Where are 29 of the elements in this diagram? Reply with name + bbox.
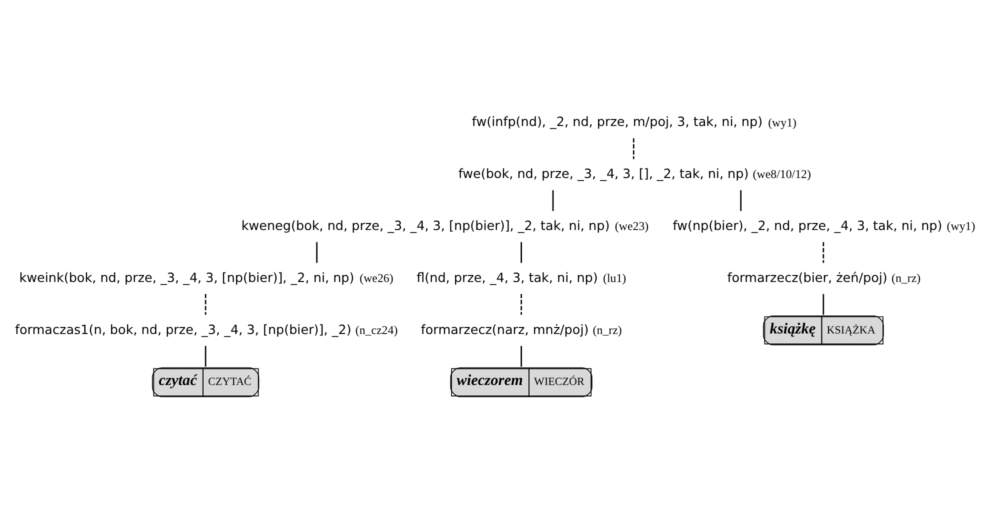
node-label: (we23) xyxy=(614,219,649,234)
node-text: fl(nd, prze, _4, 3, tak, ni, np) xyxy=(416,270,598,286)
connector xyxy=(740,190,742,211)
node-label: (n_rz) xyxy=(891,271,921,286)
node-label: (wy1) xyxy=(946,219,976,234)
node-text: fw(np(bier), _2, nd, prze, _4, 3, tak, ni, np) xyxy=(672,218,942,234)
node-text: formarzecz(bier, żeń/poj) xyxy=(727,270,888,286)
node-label: (n_cz24) xyxy=(355,322,398,337)
connector xyxy=(520,294,522,315)
node-label: (we26) xyxy=(360,271,394,286)
connector xyxy=(316,242,318,263)
connector xyxy=(822,242,824,263)
connector xyxy=(520,346,522,367)
node-text: fwe(bok, nd, prze, _3, _4, 3, [], _2, tak, ni, np) xyxy=(458,167,749,182)
connector xyxy=(204,294,206,315)
node-label: (we8/10/12) xyxy=(752,167,811,182)
connector xyxy=(552,190,554,211)
node-text: kweink(bok, nd, prze, _3, _4, 3, [np(bier)], _2, ni, np) xyxy=(19,270,354,286)
node-text: kweneg(bok, nd, prze, _3, _4, 3, [np(bier)], _2, tak, ni, np) xyxy=(241,218,610,234)
node-label: (wy1) xyxy=(768,115,797,130)
connector xyxy=(204,346,206,367)
node-text: formarzecz(narz, mnż/poj) xyxy=(420,322,589,338)
connector xyxy=(520,242,522,263)
node-label: (lu1) xyxy=(603,271,626,286)
node-label: (n_rz) xyxy=(592,322,622,337)
node-text: formaczas1(n, bok, nd, prze, _3, _4, 3, [np(bier)], _2) xyxy=(14,322,352,338)
node-text: fw(infp(nd), _2, nd, prze, m/poj, 3, tak, ni, np) xyxy=(472,115,763,130)
connector xyxy=(822,294,824,315)
connector xyxy=(632,138,634,160)
